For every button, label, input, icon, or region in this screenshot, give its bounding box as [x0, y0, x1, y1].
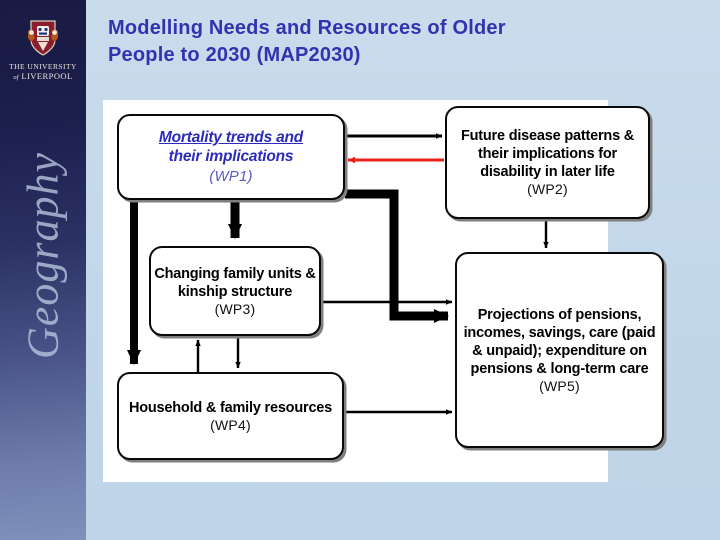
department-watermark: Geography	[18, 152, 68, 359]
slide-sidebar: THE UNIVERSITY of LIVERPOOL Geography	[0, 0, 86, 540]
wp4-code: (WP4)	[210, 416, 251, 433]
wp4-title: Household & family resources	[128, 399, 333, 416]
university-logo: THE UNIVERSITY of LIVERPOOL	[0, 18, 86, 83]
slide-title: Modelling Needs and Resources of Older P…	[108, 15, 688, 69]
connector-wp1-to-wp5	[345, 189, 449, 323]
wp4-box[interactable]: Household & family resources (WP4)	[117, 372, 344, 460]
wp3-title: Changing family units & kinship structur…	[154, 265, 316, 300]
wp5-title: Projections of pensions, incomes, saving…	[463, 306, 656, 377]
wp2-title: Future disease patterns & their implicat…	[460, 128, 635, 180]
logo-text-university: THE UNIVERSITY	[9, 62, 77, 71]
wp1-title: Mortality trends and their implications	[159, 128, 303, 166]
wp1-box[interactable]: Mortality trends and their implications (…	[117, 114, 345, 200]
wp1-title-underlined: Mortality trends and	[158, 129, 304, 146]
wp1-title-rest: their implications	[168, 148, 294, 165]
slide-title-line-2: People to 2030 (MAP2030)	[108, 44, 361, 66]
slide-title-line-1: Modelling Needs and Resources of Older	[108, 17, 506, 39]
sidebar-inner: THE UNIVERSITY of LIVERPOOL Geography	[0, 0, 86, 540]
wp1-code: (WP1)	[209, 168, 253, 185]
wp5-code: (WP5)	[539, 377, 580, 394]
logo-text-liverpool: of LIVERPOOL	[0, 71, 86, 83]
university-crest-icon	[25, 18, 61, 58]
wp5-box[interactable]: Projections of pensions, incomes, saving…	[455, 252, 664, 448]
wp3-box[interactable]: Changing family units & kinship structur…	[149, 246, 321, 336]
wp2-box[interactable]: Future disease patterns & their implicat…	[445, 106, 650, 219]
wp2-code: (WP2)	[527, 181, 568, 197]
diagram-connectors	[127, 133, 549, 415]
logo-text-of: of	[13, 74, 19, 81]
wp3-code: (WP3)	[214, 300, 256, 317]
logo-text-liverpool-word: LIVERPOOL	[21, 71, 73, 81]
diagram-panel: Mortality trends and their implications (…	[103, 100, 664, 482]
